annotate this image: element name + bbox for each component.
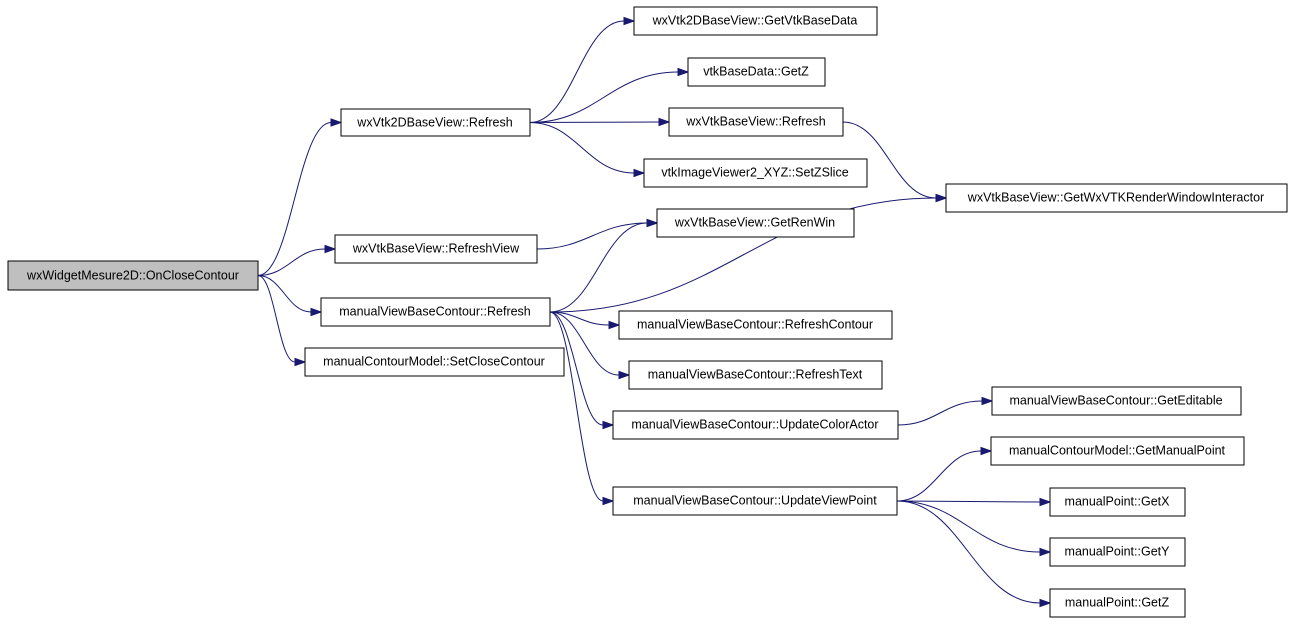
edge-root-to-mvbc_refresh <box>257 275 323 317</box>
svg-text:wxVtk2DBaseView::Refresh: wxVtk2DBaseView::Refresh <box>356 115 512 129</box>
edges-layer <box>257 16 1052 608</box>
node-manualpoint-getz[interactable]: manualPoint::GetZ <box>1049 588 1186 618</box>
svg-text:manualViewBaseContour::Refresh: manualViewBaseContour::RefreshContour <box>637 317 873 331</box>
edge-mvbc_refresh-to-update_color <box>549 311 615 430</box>
edge-update_viewpoint-to-getz <box>896 500 1052 608</box>
node-manualcontourmodel-setclosecontour[interactable]: manualContourModel::SetCloseContour <box>304 347 565 377</box>
svg-text:manualPoint::GetX: manualPoint::GetX <box>1065 494 1171 508</box>
edge-vtk2d_refresh-to-vtkbasedata_getz <box>529 67 690 123</box>
node-manualviewbasecontour-refreshtext[interactable]: manualViewBaseContour::RefreshText <box>628 360 883 390</box>
node-vtkimageviewer2xyz-setzslice[interactable]: vtkImageViewer2_XYZ::SetZSlice <box>643 158 868 188</box>
svg-text:vtkImageViewer2_XYZ::SetZSlice: vtkImageViewer2_XYZ::SetZSlice <box>661 165 848 179</box>
node-manualviewbasecontour-refresh[interactable]: manualViewBaseContour::Refresh <box>320 297 551 327</box>
edge-root-to-set_close <box>257 275 307 367</box>
edge-mvbc_refresh-to-get_interactor <box>549 193 948 313</box>
svg-text:wxWidgetMesure2D::OnCloseConto: wxWidgetMesure2D::OnCloseContour <box>26 268 239 282</box>
svg-text:manualPoint::GetZ: manualPoint::GetZ <box>1065 595 1170 609</box>
node-manualviewbasecontour-geteditable[interactable]: manualViewBaseContour::GetEditable <box>991 386 1242 416</box>
edge-mvbc_refresh-to-refresh_text <box>549 311 631 380</box>
svg-text:manualViewBaseContour::UpdateV: manualViewBaseContour::UpdateViewPoint <box>633 493 877 507</box>
node-vtkbasedata-getz[interactable]: vtkBaseData::GetZ <box>687 57 826 87</box>
node-manualpoint-gety[interactable]: manualPoint::GetY <box>1049 537 1186 567</box>
edge-vtk2d_refresh-to-set_zslice <box>529 122 646 178</box>
node-wxvtkbaseview-refresh[interactable]: wxVtkBaseView::Refresh <box>668 107 844 137</box>
svg-text:manualContourModel::SetCloseCo: manualContourModel::SetCloseContour <box>323 354 545 368</box>
edge-vtk2d_refresh-to-get_vtk_base_data <box>529 16 636 123</box>
svg-text:manualViewBaseContour::UpdateC: manualViewBaseContour::UpdateColorActor <box>631 417 878 431</box>
edge-mvbc_refresh-to-refresh_contour <box>549 311 621 330</box>
svg-text:wxVtk2DBaseView::GetVtkBaseDat: wxVtk2DBaseView::GetVtkBaseData <box>652 13 858 27</box>
svg-text:manualViewBaseContour::Refresh: manualViewBaseContour::RefreshText <box>648 367 863 381</box>
edge-root-to-refresh_view <box>257 244 337 276</box>
edge-root-to-vtk2d_refresh <box>257 118 343 276</box>
node-wxvtk2dbaseview-getvtkbasedata[interactable]: wxVtk2DBaseView::GetVtkBaseData <box>633 6 878 36</box>
node-manualcontourmodel-getmanualpoint[interactable]: manualContourModel::GetManualPoint <box>990 436 1245 466</box>
svg-text:manualPoint::GetY: manualPoint::GetY <box>1065 544 1171 558</box>
svg-text:wxVtkBaseView::RefreshView: wxVtkBaseView::RefreshView <box>352 241 520 255</box>
edge-update_viewpoint-to-gety <box>896 500 1052 557</box>
nodes-layer: wxWidgetMesure2D::OnCloseContour wxVtk2D… <box>7 6 1288 618</box>
node-manualviewbasecontour-updateviewpoint[interactable]: manualViewBaseContour::UpdateViewPoint <box>612 486 898 516</box>
node-root-function[interactable]: wxWidgetMesure2D::OnCloseContour <box>7 260 259 291</box>
svg-text:wxVtkBaseView::Refresh: wxVtkBaseView::Refresh <box>685 114 825 128</box>
edge-mvbc_refresh-to-update_viewpoint <box>549 311 615 506</box>
edge-mvbc_refresh-to-get_renwin <box>549 218 659 313</box>
node-wxvtkbaseview-getrenwin[interactable]: wxVtkBaseView::GetRenWin <box>656 208 855 238</box>
svg-text:vtkBaseData::GetZ: vtkBaseData::GetZ <box>703 64 809 78</box>
svg-text:manualContourModel::GetManualP: manualContourModel::GetManualPoint <box>1009 443 1226 457</box>
edge-update_color-to-get_editable <box>897 396 994 426</box>
node-manualviewbasecontour-refreshcontour[interactable]: manualViewBaseContour::RefreshContour <box>618 310 893 340</box>
node-wxvtk2dbaseview-refresh[interactable]: wxVtk2DBaseView::Refresh <box>340 108 531 137</box>
node-wxvtkbaseview-refreshview[interactable]: wxVtkBaseView::RefreshView <box>334 234 538 264</box>
node-manualpoint-getx[interactable]: manualPoint::GetX <box>1049 487 1186 517</box>
svg-text:manualViewBaseContour::Refresh: manualViewBaseContour::Refresh <box>339 304 531 318</box>
edge-update_viewpoint-to-get_manual_point <box>896 446 993 502</box>
edge-vtk2d_refresh-to-vtkbase_refresh <box>529 117 671 127</box>
node-wxvtkbaseview-getwxvtkrenderwindowinteractor[interactable]: wxVtkBaseView::GetWxVTKRenderWindowInter… <box>945 183 1288 213</box>
edge-update_viewpoint-to-getx <box>896 497 1052 507</box>
svg-text:wxVtkBaseView::GetRenWin: wxVtkBaseView::GetRenWin <box>674 215 835 229</box>
svg-text:manualViewBaseContour::GetEdit: manualViewBaseContour::GetEditable <box>1009 393 1222 407</box>
node-manualviewbasecontour-updatecoloractor[interactable]: manualViewBaseContour::UpdateColorActor <box>612 410 899 440</box>
svg-text:wxVtkBaseView::GetWxVTKRenderW: wxVtkBaseView::GetWxVTKRenderWindowInter… <box>967 190 1264 204</box>
